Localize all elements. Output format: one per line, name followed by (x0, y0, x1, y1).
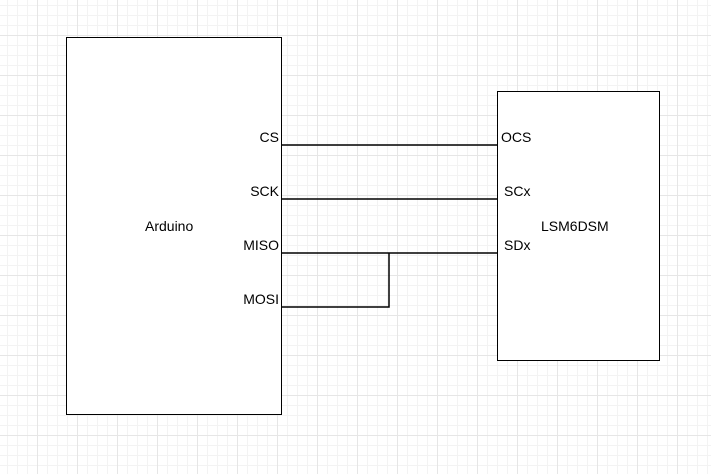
pin-cs-label: CS (259, 129, 279, 145)
lsm6dsm-block[interactable] (497, 91, 660, 361)
lsm6dsm-label: LSM6DSM (541, 218, 609, 234)
pin-scx-label: SCx (504, 183, 531, 199)
pin-sck-label: SCK (250, 183, 279, 199)
pin-mosi-label: MOSI (243, 291, 279, 307)
arduino-block[interactable] (66, 37, 282, 415)
pin-ocs-label: OCS (501, 129, 532, 145)
arduino-label: Arduino (145, 218, 194, 234)
pin-miso-label: MISO (243, 237, 279, 253)
pin-sdx-label: SDx (504, 237, 531, 253)
wire-mosi-sdx (282, 253, 390, 308)
